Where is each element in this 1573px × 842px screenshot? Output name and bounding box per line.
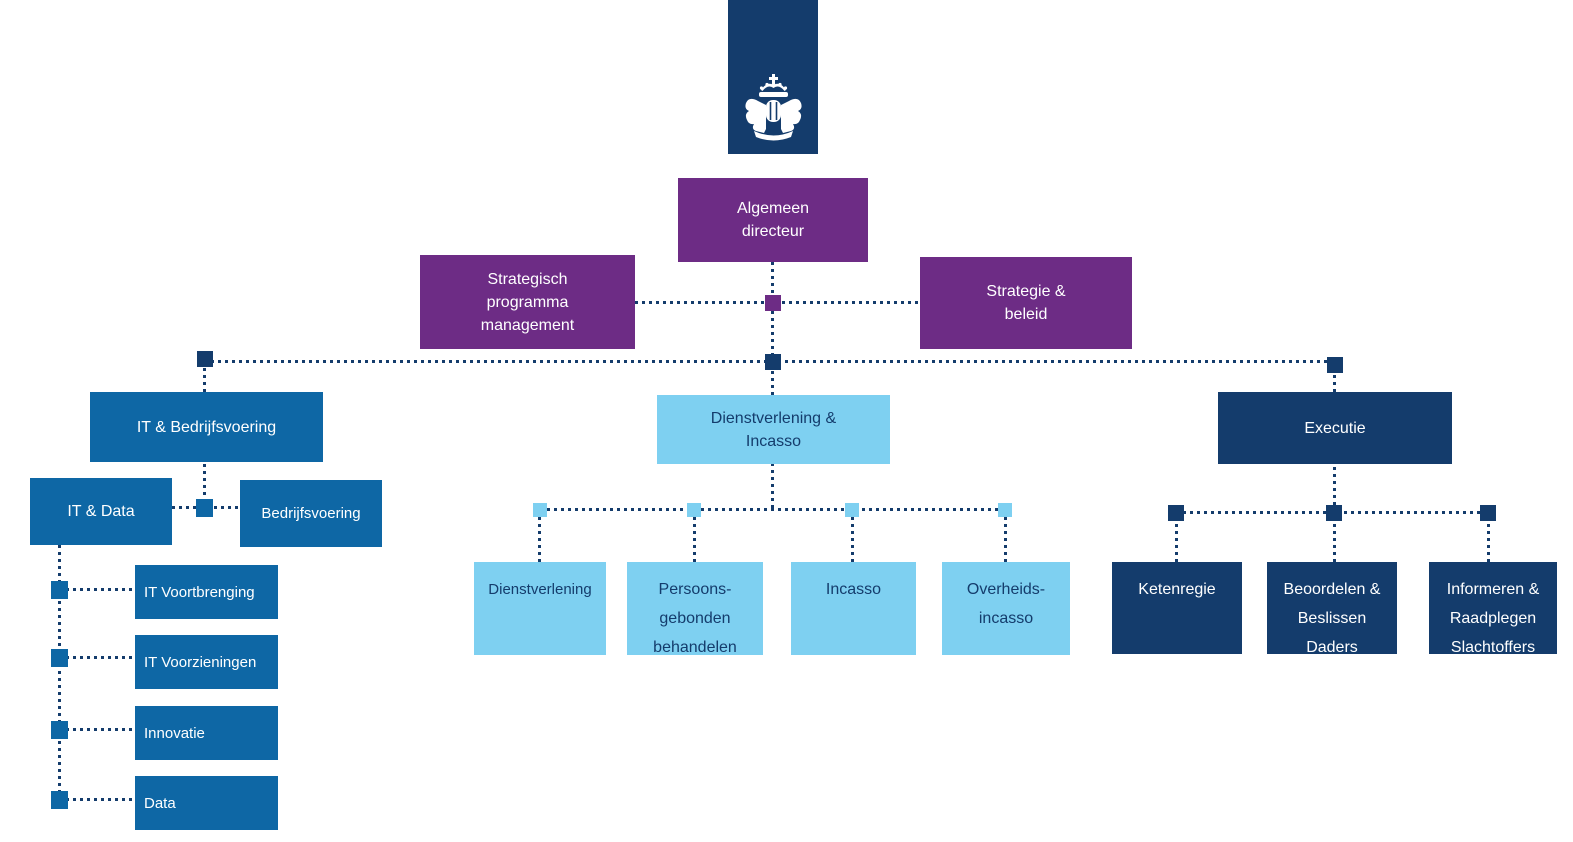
connector-line [1333, 521, 1336, 562]
node-label: Ketenregie [1138, 581, 1216, 598]
connector-node [765, 295, 781, 311]
node-label: IT Voorzieningen [144, 653, 257, 671]
node-label: IT & Bedrijfsvoering [136, 418, 277, 436]
node-beoordelen-beslissen-daders: Beoordelen & Beslissen Daders [1267, 562, 1397, 656]
connector-line [1487, 521, 1490, 562]
node-executie: Executie [1218, 392, 1452, 464]
connector-line [58, 545, 61, 800]
connector-node [765, 354, 781, 370]
node-bedrijfsvoering: Bedrijfsvoering [240, 480, 382, 547]
node-strategie-beleid: Strategie & beleid [920, 257, 1132, 349]
node-label: Innovatie [144, 724, 205, 742]
node-label: Dienstverlening & Incasso [710, 409, 837, 450]
node-it-voorzieningen: IT Voorzieningen [135, 635, 278, 689]
node-dienstverlening: Dienstverlening [474, 562, 606, 655]
node-label: Strategie & beleid [986, 283, 1066, 323]
node-label: Bedrijfsvoering [261, 505, 361, 522]
node-innovatie: Innovatie [135, 706, 278, 760]
node-data: Data [135, 776, 278, 830]
node-label: Incasso [825, 581, 882, 598]
connector-line [66, 798, 135, 801]
node-label: Informeren & Raadplegen Slachtoffers [1446, 581, 1540, 656]
node-it-data: IT & Data [30, 478, 172, 545]
node-label: Strategisch programma management [480, 270, 575, 334]
connector-line [1175, 521, 1178, 562]
connector-node [51, 581, 68, 599]
connector-node [1327, 357, 1343, 373]
node-strategisch-programma-management: Strategisch programma management [420, 255, 635, 349]
connector-line [1333, 373, 1336, 392]
connector-line [66, 588, 135, 591]
connector-line [540, 508, 1006, 511]
connector-line [771, 370, 774, 395]
connector-node [51, 649, 68, 667]
node-it-voortbrenging: IT Voortbrenging [135, 565, 278, 619]
node-label: IT & Data [67, 503, 135, 520]
connector-line [66, 656, 135, 659]
node-label: Beoordelen & Beslissen Daders [1283, 581, 1381, 656]
connector-node [197, 351, 213, 367]
connector-node [998, 503, 1012, 517]
node-algemeen-directeur: Algemeen directeur [678, 178, 868, 262]
connector-line [203, 368, 206, 392]
node-dienstverlening-incasso: Dienstverlening & Incasso [657, 395, 890, 464]
connector-node [1326, 505, 1342, 521]
connector-node [51, 791, 68, 809]
connector-line [771, 464, 774, 508]
connector-node [1168, 505, 1184, 521]
connector-line [538, 517, 541, 562]
connector-node [845, 503, 859, 517]
node-label: IT Voortbrenging [144, 583, 255, 601]
connector-line [66, 728, 135, 731]
rijksoverheid-emblem [745, 74, 802, 141]
node-label: Persoons- gebonden behandelen [653, 581, 737, 656]
connector-line [693, 517, 696, 562]
node-informeren-raadplegen-slachtoffers: Informeren & Raadplegen Slachtoffers [1429, 562, 1557, 656]
connector-node [687, 503, 701, 517]
connector-node [51, 721, 68, 739]
connector-node [1480, 505, 1496, 521]
node-it-bedrijfsvoering: IT & Bedrijfsvoering [90, 392, 323, 462]
connector-line [1004, 517, 1007, 562]
node-label: Algemeen directeur [736, 200, 810, 240]
node-label: Data [144, 794, 176, 812]
node-persoonsgebonden-behandelen: Persoons- gebonden behandelen [627, 562, 763, 656]
node-ketenregie: Ketenregie [1112, 562, 1242, 654]
connector-node [533, 503, 547, 517]
connector-line [203, 462, 206, 502]
node-label: Dienstverlening [488, 581, 592, 598]
node-overheidsincasso: Overheids- incasso [942, 562, 1070, 655]
connector-line [1333, 464, 1336, 505]
node-label: Overheids- incasso [966, 581, 1046, 627]
connector-node [196, 499, 213, 517]
node-incasso: Incasso [791, 562, 916, 655]
rijksoverheid-banner [728, 0, 818, 154]
connector-line [851, 517, 854, 562]
node-label: Executie [1304, 419, 1366, 437]
